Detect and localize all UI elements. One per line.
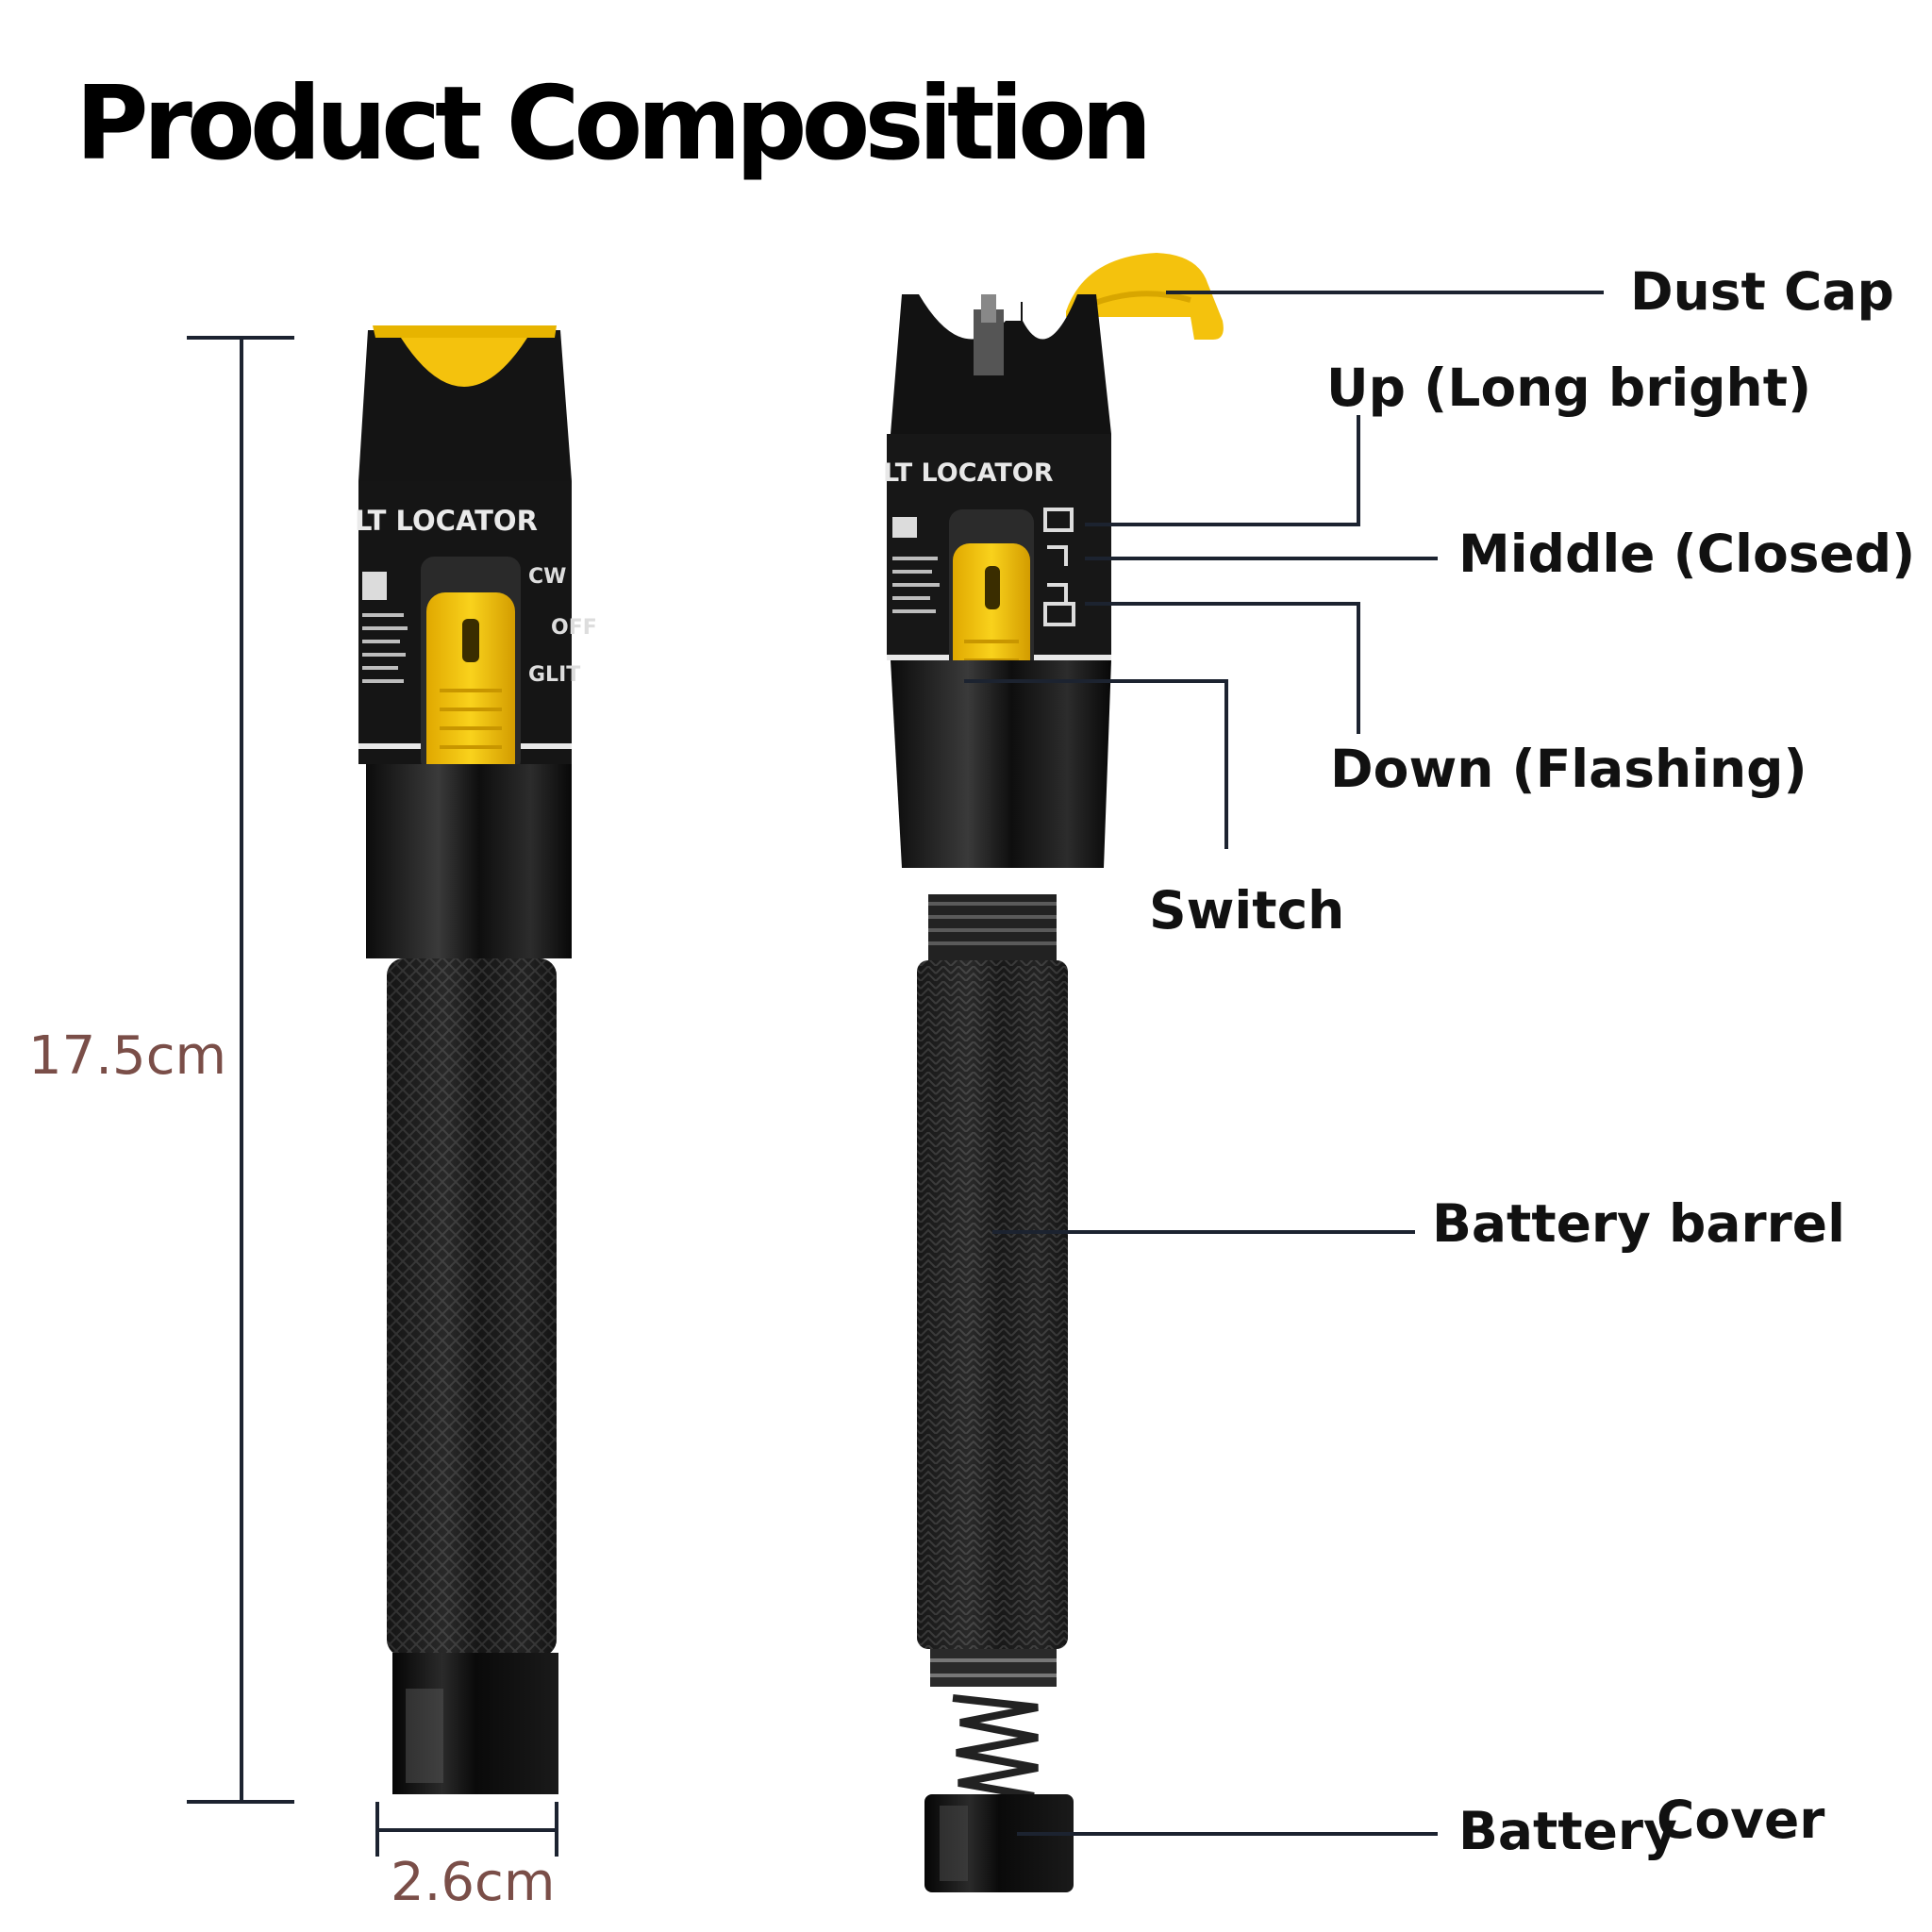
pen-mode-label-cw: CW (528, 565, 566, 589)
label-middle-closed: Middle (Closed) (1458, 524, 1916, 584)
label-up-long-bright: Up (Long bright) (1326, 358, 1812, 418)
pen-mode-label-glit: GLIT (528, 663, 580, 687)
label-battery-barrel: Battery barrel (1432, 1193, 1845, 1254)
leader-up (1085, 415, 1360, 526)
length-dimension-line (187, 336, 294, 1804)
exploded-pen-illustration: LT LOCATOR (883, 253, 1224, 1892)
label-switch: Switch (1149, 880, 1345, 941)
label-cover: Cover (1657, 1790, 1825, 1850)
pen-mode-label-off: OFF (551, 616, 597, 640)
assembled-pen-illustration: LT LOCATOR CW OFF GLIT (355, 325, 597, 1794)
page-title: Product Composition (75, 65, 1152, 183)
label-battery: Battery (1458, 1801, 1677, 1861)
pen-brand-text: LT LOCATOR (355, 505, 538, 537)
diameter-dimension-line (375, 1802, 558, 1857)
label-down-flashing: Down (Flashing) (1330, 739, 1807, 799)
leader-down (1085, 602, 1360, 734)
label-dust-cap: Dust Cap (1630, 261, 1894, 322)
diameter-dimension-label: 2.6cm (391, 1852, 556, 1913)
leader-switch (964, 679, 1228, 849)
length-dimension-label: 17.5cm (28, 1025, 227, 1087)
exploded-brand-text: LT LOCATOR (883, 458, 1054, 488)
